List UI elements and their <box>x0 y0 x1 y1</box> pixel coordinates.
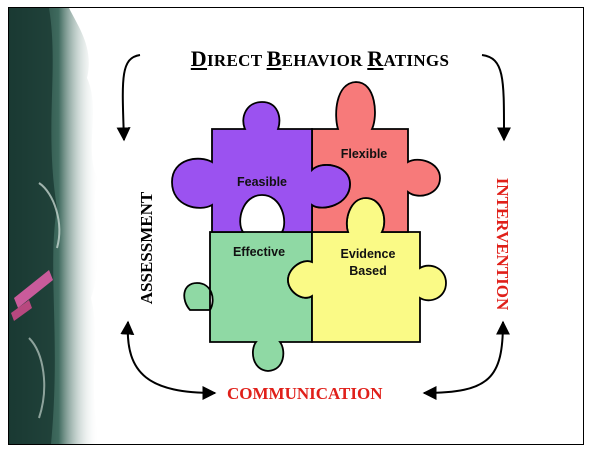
title-letter-b: B <box>266 46 282 71</box>
title-letter-d: D <box>190 46 207 71</box>
arrow-assessment-to-communication <box>120 320 217 400</box>
title-word-ratings: ATINGS <box>383 51 450 70</box>
arrow-title-to-assessment <box>116 54 141 142</box>
title-letter-r: R <box>367 46 384 71</box>
label-based: Based <box>349 264 387 278</box>
puzzle-piece-feasible <box>171 101 351 233</box>
slide-frame: DIRECT BEHAVIOR RATINGS ASSESSMENT INTER… <box>8 7 584 445</box>
title-word-direct: IRECT <box>206 51 267 70</box>
label-feasible: Feasible <box>237 175 287 189</box>
label-effective: Effective <box>233 245 285 259</box>
chalkboard-decoration <box>9 8 99 444</box>
label-evidence: Evidence <box>341 247 396 261</box>
arrow-title-to-intervention <box>481 54 512 142</box>
communication-label: COMMUNICATION <box>227 384 383 403</box>
title-word-behavior: EHAVIOR <box>281 51 368 70</box>
arrow-communication-to-intervention <box>422 320 510 400</box>
slide-title: DIRECT BEHAVIOR RATINGS <box>155 46 485 72</box>
label-flexible: Flexible <box>341 147 388 161</box>
